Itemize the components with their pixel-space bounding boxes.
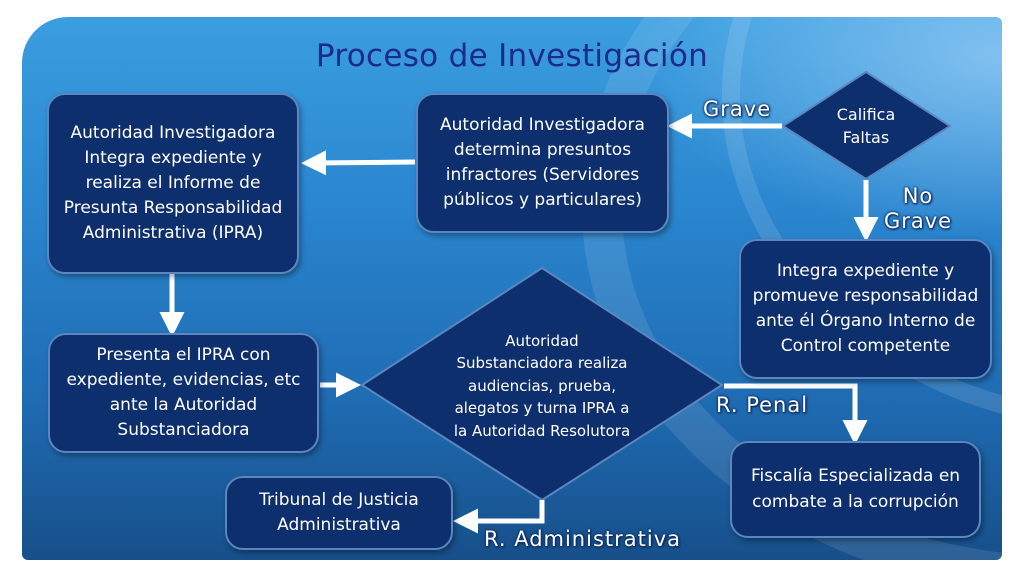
branch-label-r-penal: R. Penal — [716, 393, 809, 417]
tribunal-node: Tribunal de Justicia Administrativa — [225, 476, 453, 550]
califica-label: Califica Faltas — [836, 104, 896, 147]
ipra-node: Autoridad Investigadora Integra expedien… — [47, 93, 299, 274]
arrow-r-penal — [724, 383, 868, 445]
integra-oic-node: Integra expediente y promueve responsabi… — [739, 239, 992, 379]
arrow-to-ipra — [301, 150, 416, 176]
fiscalia-node: Fiscalía Especializada en combate a la c… — [730, 441, 981, 538]
presenta-node-text: Presenta el IPRA con expediente, evidenc… — [66, 344, 301, 441]
califica-diamond — [781, 70, 952, 181]
branch-label-grave: Grave — [703, 97, 772, 121]
determina-node: Autoridad Investigadora determina presun… — [416, 93, 669, 233]
presenta-node: Presenta el IPRA con expediente, evidenc… — [48, 333, 319, 453]
integra-oic-node-text: Integra expediente y promueve responsabi… — [752, 260, 979, 357]
fiscalia-node-text: Fiscalía Especializada en combate a la c… — [750, 466, 961, 512]
slide-title: Proceso de Investigación — [315, 38, 709, 74]
ipra-node-text: Autoridad Investigadora Integra expedien… — [63, 122, 283, 244]
determina-node-text: Autoridad Investigadora determina presun… — [440, 114, 645, 211]
branch-label-no-grave: No Grave — [883, 184, 953, 234]
arrow-r-administrativa — [453, 500, 545, 534]
tribunal-node-text: Tribunal de Justicia Administrativa — [259, 489, 419, 535]
branch-label-r-administrativa: R. Administrativa — [484, 527, 681, 551]
substanciadora-label: Autoridad Substanciadora realiza audienc… — [453, 331, 631, 440]
